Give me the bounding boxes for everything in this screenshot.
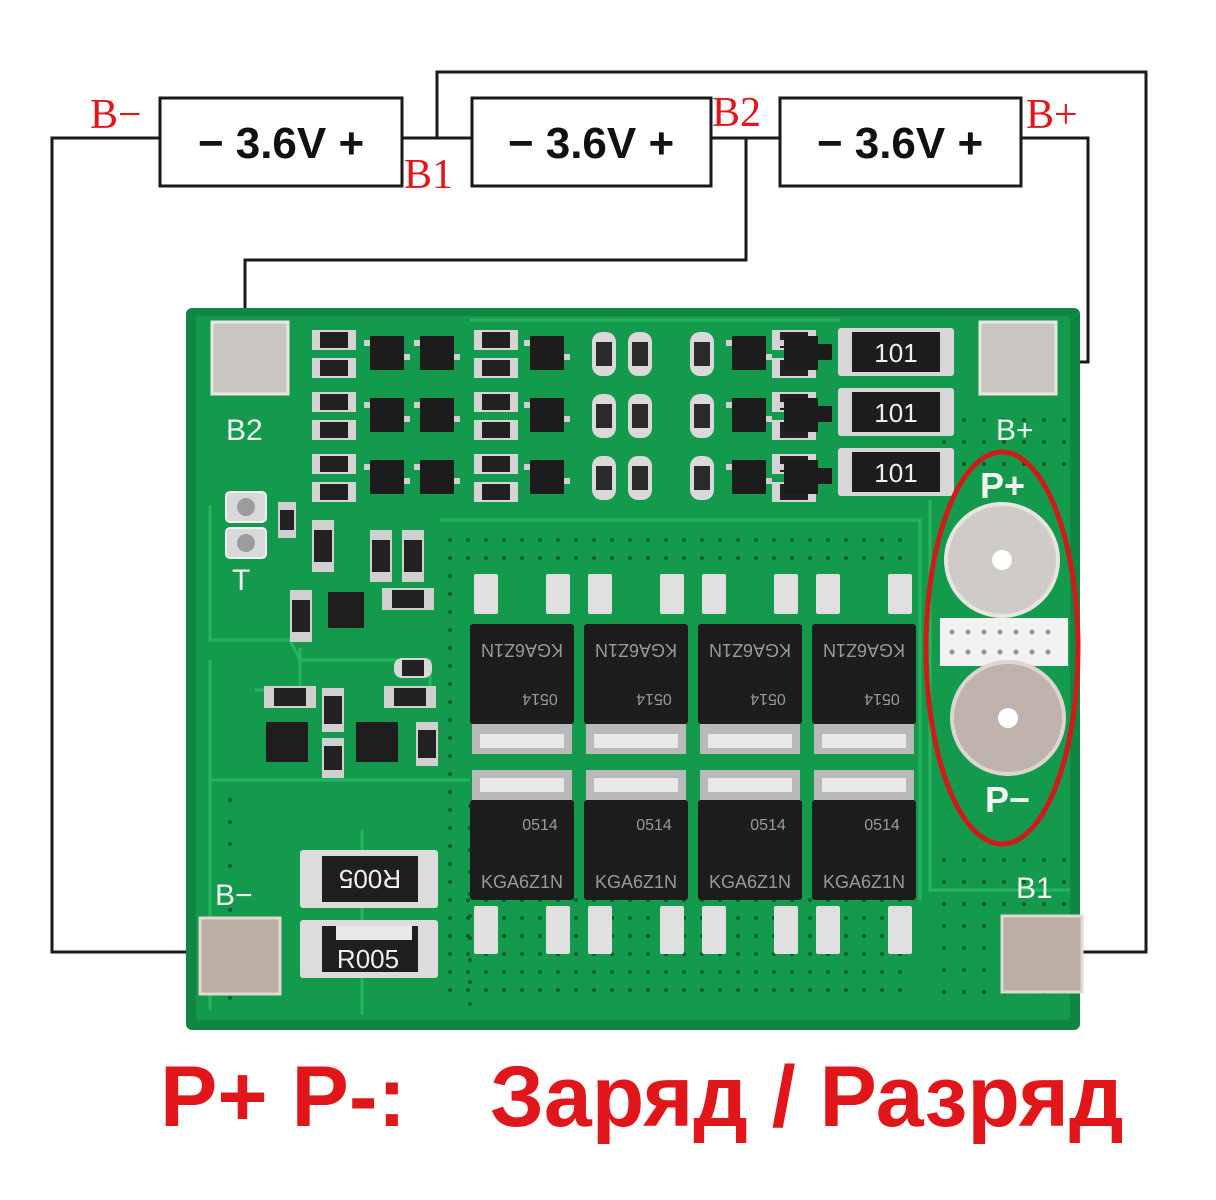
smd-row-1 [312, 330, 832, 378]
battery-cell-2-label: − 3.6V + [508, 119, 674, 168]
smd-component-rows [312, 330, 832, 502]
svg-text:KGA6Z1N: KGA6Z1N [481, 640, 563, 660]
svg-text:0514: 0514 [750, 817, 786, 834]
label-b-minus: B− [90, 92, 142, 138]
svg-text:0514: 0514 [864, 817, 900, 834]
mosfet-bottom-3: KGA6Z1N 0514 [698, 770, 802, 954]
label-b1: B1 [404, 152, 453, 198]
wire-b2 [243, 138, 748, 355]
resistor-101-b: 101 [838, 388, 954, 436]
svg-text:KGA6Z1N: KGA6Z1N [823, 872, 905, 892]
mosfet-bottom-1: KGA6Z1N 0514 [470, 770, 574, 954]
silk-b1: B1 [1016, 872, 1053, 905]
mosfet-bottom-2: KGA6Z1N 0514 [584, 770, 688, 954]
svg-text:R005: R005 [337, 944, 399, 974]
resistor-101-a: 101 [838, 328, 954, 376]
battery-cell-3: − 3.6V + [778, 96, 1023, 188]
battery-cell-1-label: − 3.6V + [198, 119, 364, 168]
svg-text:KGA6Z1N: KGA6Z1N [595, 872, 677, 892]
wire-b-minus [50, 136, 238, 954]
svg-text:0514: 0514 [636, 817, 672, 834]
silk-b-plus: B+ [996, 414, 1034, 447]
smd-row-2 [312, 392, 832, 440]
label-b-plus: B+ [1026, 92, 1078, 138]
silk-p-plus: P+ [980, 465, 1025, 506]
battery-cell-1: − 3.6V + [158, 96, 404, 188]
battery-cell-2: − 3.6V + [470, 96, 713, 188]
svg-text:101: 101 [874, 398, 917, 428]
battery-cells: − 3.6V + − 3.6V + − 3.6V + [158, 96, 1023, 188]
pad-b-plus[interactable] [978, 320, 1058, 396]
shunt-resistors: R005 R005 [300, 850, 438, 978]
pad-b-minus[interactable] [198, 916, 282, 996]
battery-cell-3-label: − 3.6V + [817, 119, 983, 168]
mosfet-top-3: KGA6Z1N 0514 [698, 574, 802, 754]
shunt-r005-top: R005 [300, 850, 438, 908]
svg-text:101: 101 [874, 458, 917, 488]
svg-text:0514: 0514 [636, 690, 672, 707]
mosfet-top-4: KGA6Z1N 0514 [812, 574, 916, 754]
svg-text:KGA6Z1N: KGA6Z1N [823, 640, 905, 660]
svg-text:KGA6Z1N: KGA6Z1N [481, 872, 563, 892]
pad-b2[interactable] [210, 320, 290, 396]
caption: P+ P-: Заряд / Разряд [0, 1040, 1216, 1160]
node-labels: B− B1 B2 B+ [90, 90, 1078, 198]
svg-text:KGA6Z1N: KGA6Z1N [595, 640, 677, 660]
svg-text:101: 101 [874, 338, 917, 368]
mosfet-top-2: KGA6Z1N 0514 [584, 574, 688, 754]
svg-text:0514: 0514 [522, 690, 558, 707]
caption-terminals: P+ P-: [160, 1049, 407, 1145]
left-components [264, 502, 438, 778]
svg-text:KGA6Z1N: KGA6Z1N [709, 640, 791, 660]
svg-text:0514: 0514 [522, 817, 558, 834]
svg-text:0514: 0514 [750, 690, 786, 707]
silk-thermistor: T [232, 564, 250, 597]
p-terminal-gap [940, 618, 1068, 666]
svg-text:KGA6Z1N: KGA6Z1N [709, 872, 791, 892]
resistor-101-c: 101 [838, 448, 954, 496]
silk-b2: B2 [226, 414, 263, 447]
p-minus-pad[interactable] [950, 660, 1066, 776]
smd-row-3 [312, 454, 832, 502]
resistors-101: 101 101 101 [838, 328, 954, 496]
label-b2: B2 [712, 90, 761, 136]
mosfet-bottom-4: KGA6Z1N 0514 [812, 770, 916, 954]
caption-charge-discharge: Заряд / Разряд [490, 1049, 1124, 1145]
mosfet-top-1: KGA6Z1N 0514 [470, 574, 574, 754]
pcb-board: B2 B+ B− B1 P+ P− T [186, 308, 1084, 1030]
thermistor-connector [225, 491, 267, 559]
svg-text:0514: 0514 [864, 690, 900, 707]
mosfets: KGA6Z1N0514KGA6Z1N0514KGA6Z1N0514KGA6Z1N… [470, 574, 916, 954]
silk-b-minus: B− [215, 879, 253, 912]
shunt-r005-bottom: R005 [300, 920, 438, 978]
p-plus-pad[interactable] [944, 502, 1060, 618]
silk-p-minus: P− [985, 779, 1030, 820]
wiring [50, 70, 1148, 954]
pad-b1[interactable] [1000, 914, 1084, 994]
svg-text:R005: R005 [339, 864, 401, 894]
highlight-ellipse [923, 449, 1081, 847]
wire-b1 [435, 70, 1148, 954]
